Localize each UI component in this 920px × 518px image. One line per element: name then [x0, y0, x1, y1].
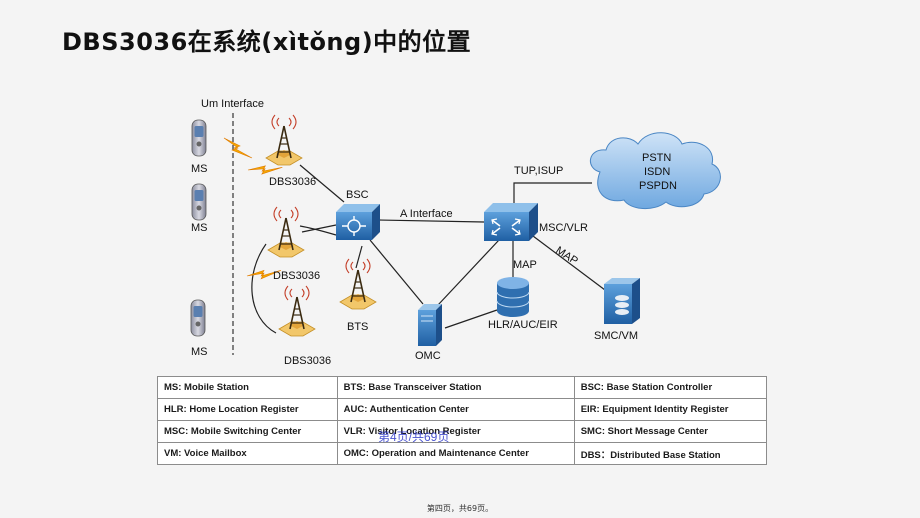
legend-row: MSC: Mobile Switching Center VLR: Visito… [157, 420, 768, 443]
bts-label: BTS [347, 321, 368, 333]
hlr-database-icon [496, 277, 530, 317]
ms-label-1: MS [191, 163, 208, 175]
a-interface-label: A Interface [400, 208, 453, 220]
legend-row: MS: Mobile Station BTS: Base Transceiver… [157, 376, 768, 399]
ms-phone-icon [190, 299, 206, 337]
dbs-tower-icon [265, 114, 303, 166]
page-footer: 第四页，共69页。 [426, 504, 494, 513]
legend-cell: VM: Voice Mailbox [157, 442, 338, 465]
map-label-vertical: MAP [513, 259, 537, 271]
hlr-label: HLR/AUC/EIR [488, 319, 558, 331]
tup-isup-label: TUP,ISUP [514, 165, 563, 177]
bsc-switch-icon [336, 204, 380, 240]
msc-vlr-label: MSC/VLR [539, 222, 588, 234]
legend-row: HLR: Home Location Register AUC: Authent… [157, 398, 768, 421]
omc-server-icon [418, 304, 442, 346]
dbs-tower-icon [278, 285, 316, 337]
page-title: DBS3036在系统(xìtǒng)中的位置 [62, 28, 472, 56]
legend-cell: MS: Mobile Station [157, 376, 338, 399]
legend-cell: BSC: Base Station Controller [573, 376, 768, 399]
page-number-overlay: 第4页/共69页 [378, 430, 450, 444]
lightning-icon [223, 137, 253, 159]
dbs-label-2: DBS3036 [273, 270, 320, 282]
dbs-label-3: DBS3036 [284, 355, 331, 367]
um-interface-label: Um Interface [201, 98, 264, 110]
smc-label: SMC/VM [594, 330, 638, 342]
legend-cell: VLR: Visitor Location Register [336, 420, 575, 443]
legend-cell: SMC: Short Message Center [573, 420, 768, 443]
ms-phone-icon [191, 183, 207, 221]
pstn-cloud [590, 132, 721, 209]
dbs-tower-icon [267, 206, 305, 258]
legend-cell: BTS: Base Transceiver Station [336, 376, 575, 399]
connection-lines [251, 164, 606, 334]
cloud-line-3: PSPDN [639, 180, 677, 192]
omc-label: OMC [415, 350, 441, 362]
bts-tower-icon [339, 258, 377, 310]
legend-cell: EIR: Equipment Identity Register [573, 398, 768, 421]
legend-cell: HLR: Home Location Register [157, 398, 338, 421]
legend-cell: MSC: Mobile Switching Center [157, 420, 338, 443]
smc-server-icon [604, 278, 640, 324]
network-diagram: Um Interface PSTN ISDN PSPDN MS MS MS DB… [190, 98, 721, 367]
bsc-label: BSC [346, 189, 369, 201]
cloud-line-2: ISDN [644, 166, 670, 178]
msc-switch-icon [484, 203, 538, 241]
ms-label-3: MS [191, 346, 208, 358]
legend-cell: AUC: Authentication Center [336, 398, 575, 421]
cloud-line-1: PSTN [642, 152, 671, 164]
legend-row: VM: Voice Mailbox OMC: Operation and Mai… [157, 442, 768, 465]
map-label-diagonal: MAP [553, 244, 580, 267]
ms-label-2: MS [191, 222, 208, 234]
legend-cell: OMC: Operation and Maintenance Center [336, 442, 575, 465]
dbs-label-1: DBS3036 [269, 176, 316, 188]
legend-cell: DBS：Distributed Base Station [573, 442, 768, 465]
abbreviation-legend-table: MS: Mobile Station BTS: Base Transceiver… [157, 376, 768, 465]
ms-phone-icon [191, 119, 207, 157]
